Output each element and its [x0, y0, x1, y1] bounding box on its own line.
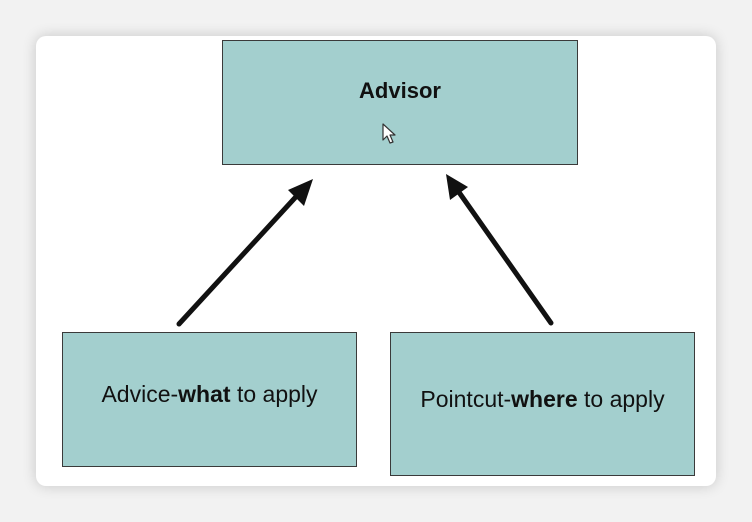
advice-node: Advice-what to apply: [62, 332, 357, 467]
arrowhead-pointcut-to-advisor: [446, 174, 468, 200]
advice-label-suffix: to apply: [230, 381, 318, 407]
diagram-canvas: Advisor Advice-what to apply Pointcut-wh…: [36, 36, 716, 486]
pointcut-label-prefix: Pointcut-: [420, 385, 512, 412]
pointcut-label-suffix: to apply: [577, 385, 665, 412]
mouse-pointer-icon: [382, 123, 396, 144]
advisor-label: Advisor: [359, 77, 441, 103]
advisor-node: Advisor: [222, 40, 578, 165]
arrow-pointcut-to-advisor: [453, 185, 554, 326]
pointcut-label: Pointcut-where to apply: [420, 386, 664, 413]
advice-label-prefix: Advice-: [101, 381, 179, 407]
advice-label: Advice-what to apply: [101, 381, 317, 408]
arrow-advice-to-advisor: [176, 185, 307, 327]
pointcut-node: Pointcut-where to apply: [390, 332, 695, 476]
advice-label-emphasis: what: [178, 381, 231, 407]
arrowhead-advice-to-advisor: [288, 179, 313, 206]
pointcut-label-emphasis: where: [511, 385, 578, 412]
